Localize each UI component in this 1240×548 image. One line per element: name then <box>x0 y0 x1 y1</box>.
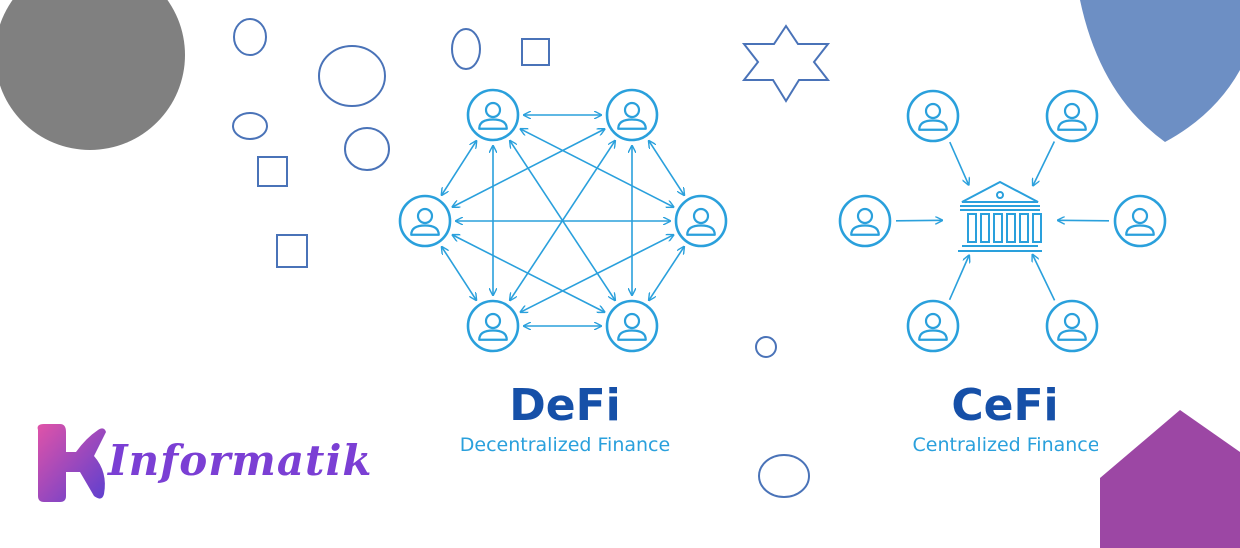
cefi-subtitle: Centralized Finance <box>912 434 1098 456</box>
gray-circle-decoration <box>0 0 185 150</box>
connection-arrow <box>521 235 674 312</box>
user-icon <box>1045 89 1099 143</box>
outline-star-decoration <box>741 24 831 103</box>
purple-pentagon-decoration <box>1100 410 1240 548</box>
connection-arrow <box>949 141 969 185</box>
connection-arrow <box>1033 141 1056 185</box>
user-icon <box>605 88 659 142</box>
bank-icon <box>958 180 1042 252</box>
informatik-logo-mark <box>37 424 106 502</box>
user-icon <box>838 194 892 248</box>
logo-text: Informatik <box>108 436 373 485</box>
outline-square-decoration <box>521 38 550 66</box>
user-icon <box>466 88 520 142</box>
connection-arrow <box>453 129 605 207</box>
user-icon <box>605 299 659 353</box>
outline-square-decoration <box>276 234 308 268</box>
connection-arrow <box>453 235 605 312</box>
blue-leaf-decoration <box>1080 0 1240 142</box>
connection-arrow <box>442 247 476 300</box>
user-icon <box>1045 299 1099 353</box>
defi-subtitle: Decentralized Finance <box>459 434 671 456</box>
outline-ellipse-decoration <box>344 127 390 171</box>
cefi-subtitle-clip: Centralized Finance <box>860 434 1098 464</box>
defi-title: DeFi <box>509 380 621 431</box>
user-icon <box>906 299 960 353</box>
connection-arrow <box>649 141 684 195</box>
outline-circle-decoration <box>755 336 777 358</box>
outline-ellipse-decoration <box>232 112 268 140</box>
user-icon <box>674 194 728 248</box>
outline-ellipse-decoration <box>451 28 481 70</box>
cefi-title: CeFi <box>951 380 1059 431</box>
outline-square-decoration <box>257 156 288 187</box>
user-icon <box>1113 194 1167 248</box>
defi-network-diagram <box>398 88 728 353</box>
outline-ellipse-decoration <box>233 18 267 56</box>
user-icon <box>398 194 452 248</box>
connection-arrow <box>649 247 684 300</box>
connection-arrow <box>948 256 969 301</box>
outline-ellipse-decoration <box>318 45 386 107</box>
connection-arrow <box>1033 255 1056 301</box>
user-icon <box>906 89 960 143</box>
cefi-network-diagram <box>838 89 1167 353</box>
user-icon <box>466 299 520 353</box>
connection-arrow <box>442 141 477 195</box>
outline-ellipse-decoration <box>758 454 810 498</box>
